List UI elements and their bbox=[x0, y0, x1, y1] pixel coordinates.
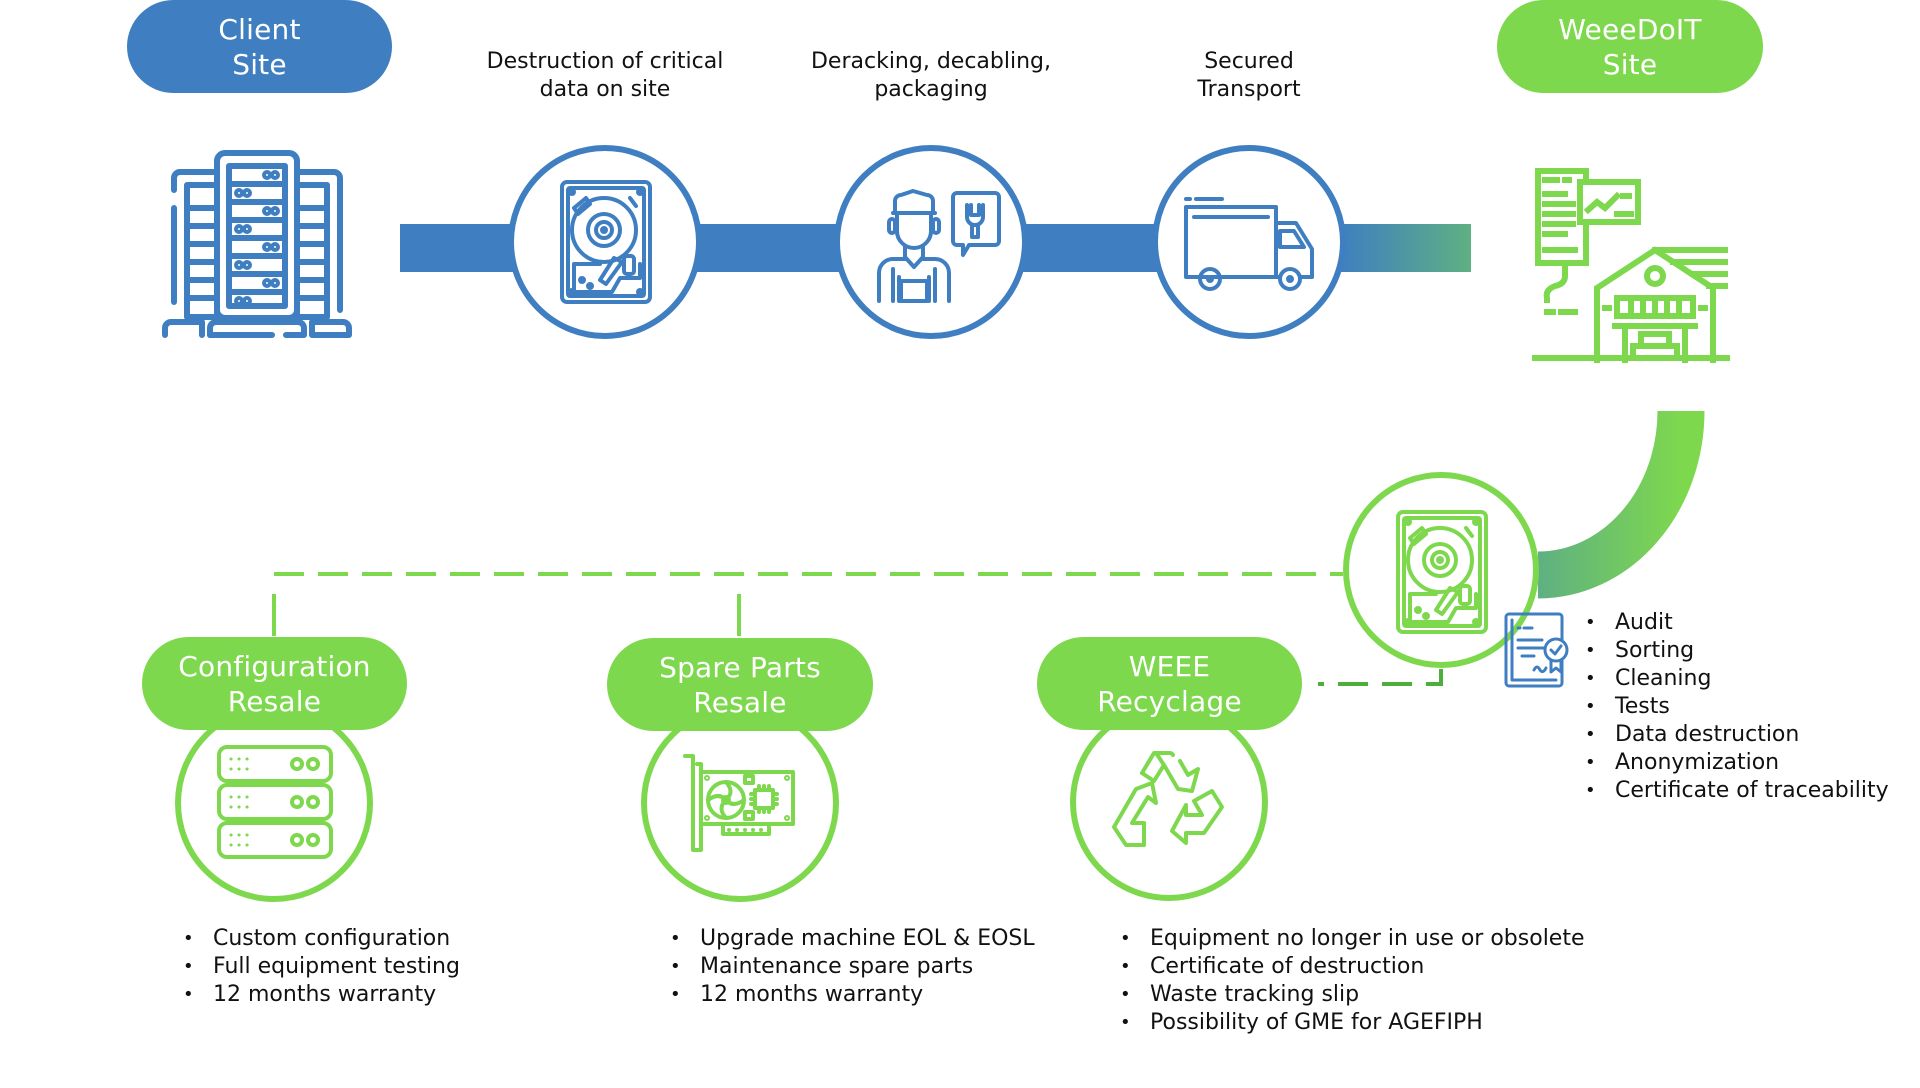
technician-icon bbox=[877, 189, 1001, 303]
pill-line2: Resale bbox=[693, 685, 787, 719]
list-item: Waste tracking slip bbox=[1120, 981, 1585, 1009]
list-item: Certificate of traceability bbox=[1585, 777, 1889, 805]
spare-parts-list: Upgrade machine EOL & EOSL Maintenance s… bbox=[670, 925, 1035, 1009]
step-label-line1: Deracking, decabling, bbox=[810, 49, 1051, 74]
step-label-line2: data on site bbox=[539, 77, 671, 102]
spare-parts-resale-pill: Spare Parts Resale bbox=[607, 638, 873, 731]
weeedoit-site-line1: WeeeDoIT bbox=[1558, 12, 1702, 46]
list-item: Data destruction bbox=[1585, 721, 1889, 749]
client-site-line2: Site bbox=[232, 47, 287, 81]
list-item: Possibility of GME for AGEFIPH bbox=[1120, 1009, 1585, 1037]
weee-list: Equipment no longer in use or obsolete C… bbox=[1120, 925, 1585, 1037]
recycle-icon bbox=[1112, 751, 1224, 847]
list-item: Audit bbox=[1585, 609, 1889, 637]
list-item: 12 months warranty bbox=[183, 981, 460, 1009]
list-item: Sorting bbox=[1585, 637, 1889, 665]
client-site-line1: Client bbox=[218, 12, 301, 46]
list-item: Equipment no longer in use or obsolete bbox=[1120, 925, 1585, 953]
weee-recyclage-pill: WEEE Recyclage bbox=[1037, 637, 1302, 730]
list-item: Custom configuration bbox=[183, 925, 460, 953]
step-label-transport: Secured Transport bbox=[1099, 48, 1399, 104]
pill-line1: WEEE bbox=[1128, 649, 1211, 683]
graphics-card-icon bbox=[683, 754, 795, 852]
pill-line1: Configuration bbox=[178, 649, 371, 683]
outcome-circle-weee bbox=[1070, 703, 1268, 901]
list-item: Full equipment testing bbox=[183, 953, 460, 981]
hard-drive-icon bbox=[560, 180, 652, 304]
processing-hard-drive-icon bbox=[1396, 510, 1488, 634]
configuration-resale-pill: Configuration Resale bbox=[142, 637, 407, 730]
step-circle-deracking bbox=[834, 145, 1028, 339]
weeedoit-site-pill: WeeeDoIT Site bbox=[1497, 0, 1763, 93]
flow-arc bbox=[1537, 410, 1705, 599]
certificate-icon bbox=[1504, 612, 1569, 688]
step-label-data-destruction: Destruction of critical data on site bbox=[455, 48, 755, 104]
step-label-line2: Transport bbox=[1197, 77, 1301, 102]
step-label-line1: Destruction of critical bbox=[486, 49, 724, 74]
flow-bar-gradient bbox=[1340, 224, 1471, 272]
client-site-pill: Client Site bbox=[127, 0, 392, 93]
configuration-list: Custom configuration Full equipment test… bbox=[183, 925, 460, 1009]
step-label-deracking: Deracking, decabling, packaging bbox=[781, 48, 1081, 104]
pill-line2: Recyclage bbox=[1097, 684, 1242, 718]
list-item: Tests bbox=[1585, 693, 1889, 721]
dashed-recycle-line bbox=[1318, 669, 1443, 686]
warehouse-icon bbox=[1532, 168, 1730, 363]
weeedoit-site-line2: Site bbox=[1602, 47, 1658, 81]
processing-list: Audit Sorting Cleaning Tests Data destru… bbox=[1585, 609, 1889, 805]
pill-line2: Resale bbox=[227, 684, 322, 718]
step-label-line2: packaging bbox=[874, 77, 988, 102]
pill-line1: Spare Parts bbox=[659, 650, 821, 684]
outcome-circle-configuration bbox=[175, 704, 373, 902]
list-item: Cleaning bbox=[1585, 665, 1889, 693]
list-item: Upgrade machine EOL & EOSL bbox=[670, 925, 1035, 953]
truck-icon bbox=[1184, 197, 1314, 291]
server-rack-icon bbox=[162, 150, 352, 338]
server-stack-icon bbox=[217, 745, 333, 859]
list-item: Anonymization bbox=[1585, 749, 1889, 777]
step-circle-data-destruction bbox=[508, 145, 702, 339]
list-item: Certificate of destruction bbox=[1120, 953, 1585, 981]
list-item: Maintenance spare parts bbox=[670, 953, 1035, 981]
step-label-line1: Secured bbox=[1204, 49, 1294, 74]
list-item: 12 months warranty bbox=[670, 981, 1035, 1009]
